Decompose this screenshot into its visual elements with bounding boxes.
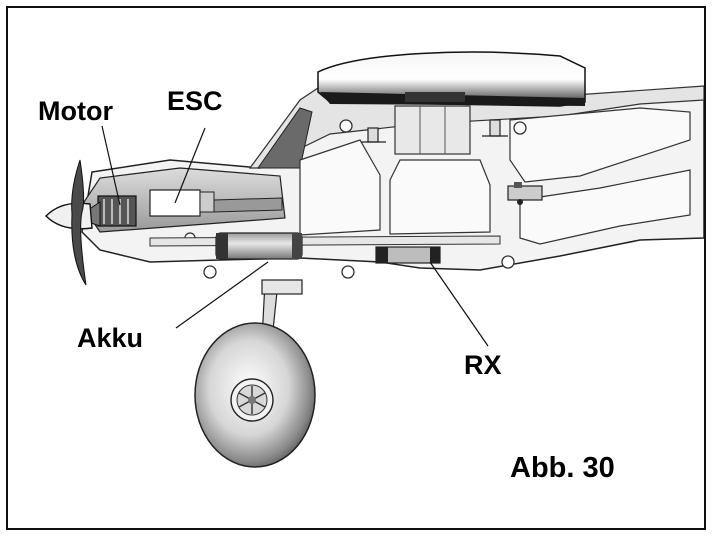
motor-label: Motor: [38, 96, 113, 126]
propeller: [71, 159, 87, 286]
receiver: [375, 246, 441, 264]
cabin-panel: [257, 107, 313, 169]
figure-caption: Abb. 30: [510, 452, 615, 484]
spinner: [45, 202, 93, 230]
rx-label: RX: [464, 350, 502, 380]
akku-label: Akku: [77, 323, 144, 353]
servo: [507, 182, 543, 205]
leader-lines: [101, 125, 489, 347]
wing-mount: [394, 105, 471, 155]
battery-pack: [215, 232, 303, 260]
wheel: [194, 322, 316, 468]
esc-label: ESC: [167, 86, 223, 116]
